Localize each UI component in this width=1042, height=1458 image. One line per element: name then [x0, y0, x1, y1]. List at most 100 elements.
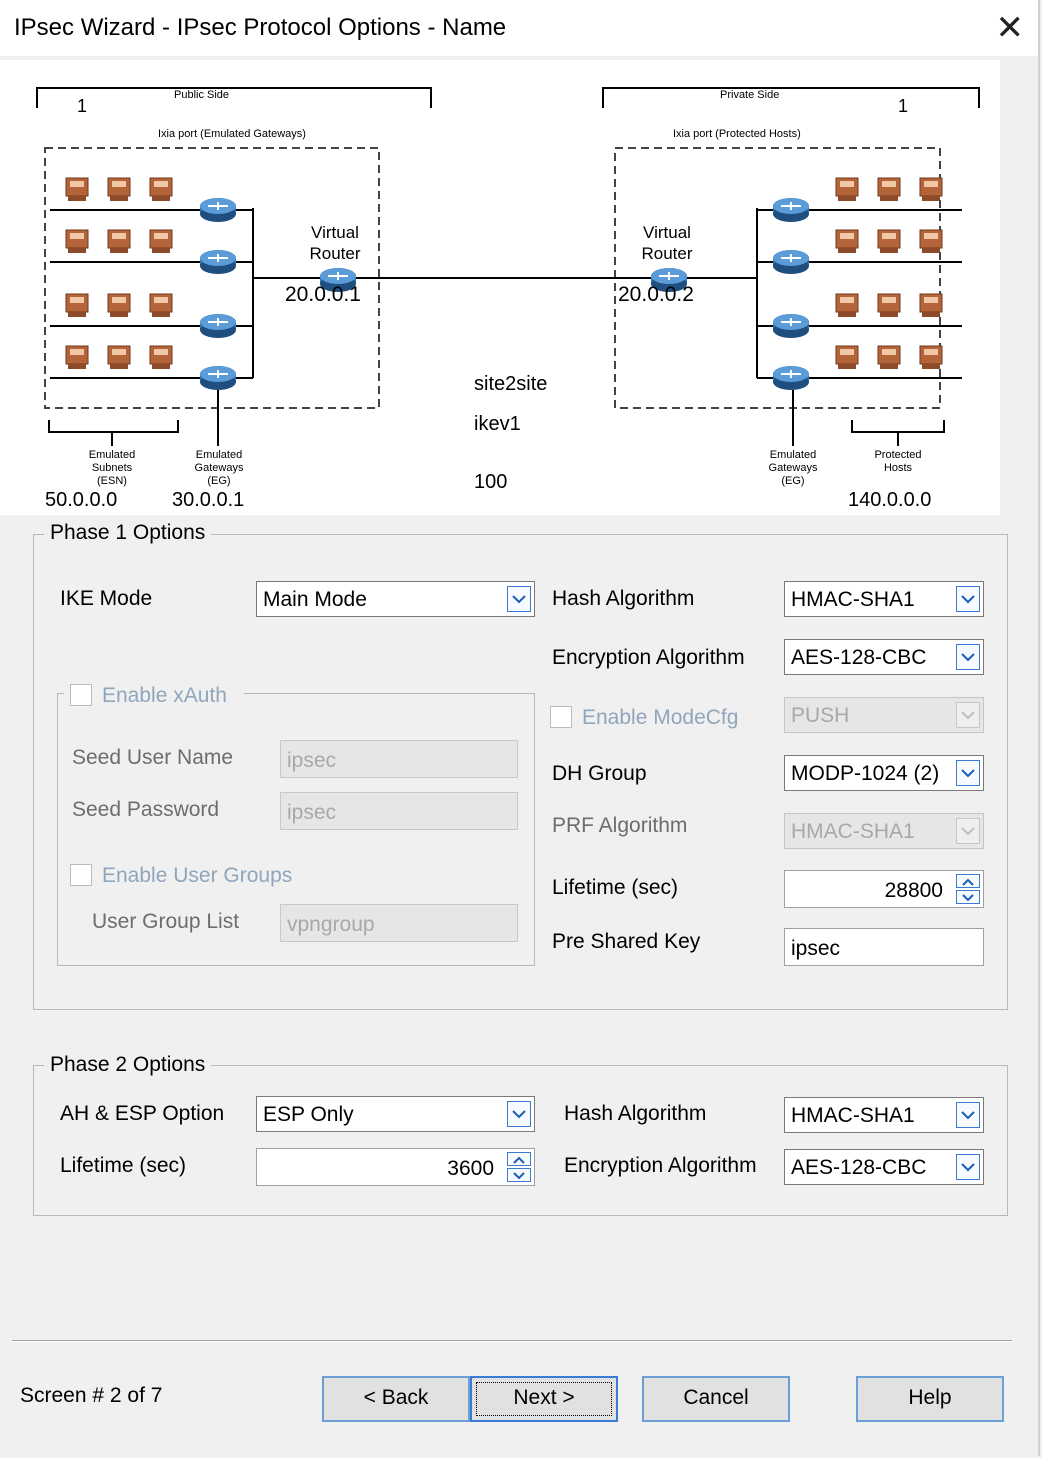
ike-mode-label: IKE Mode	[60, 587, 153, 610]
enable-modecfg-label: Enable ModeCfg	[582, 706, 739, 729]
focus-ring	[476, 1382, 612, 1416]
seed-user-input[interactable]: ipsec	[280, 740, 518, 778]
next-button-label: Next >	[513, 1386, 575, 1409]
public-side-label: Public Side	[174, 89, 230, 101]
enable-xauth-label: Enable xAuth	[102, 684, 227, 707]
enable-user-groups-checkbox[interactable]	[70, 864, 92, 886]
psk-input[interactable]: ipsec	[784, 928, 984, 966]
p1-lifetime-value: 28800	[884, 879, 943, 902]
spin-up-icon[interactable]	[956, 874, 980, 888]
right-vr-line2: Router	[641, 244, 693, 263]
prf-value: HMAC-SHA1	[791, 820, 915, 843]
chevron-down-icon[interactable]	[956, 644, 980, 670]
emulated-gateways-left-label: Emulated Gateways (EG)	[194, 449, 244, 487]
left-port-label: Ixia port (Emulated Gateways)	[158, 128, 306, 140]
seed-user-value: ipsec	[287, 749, 337, 772]
ahesp-value: ESP Only	[263, 1103, 354, 1126]
ike-mode-value: Main Mode	[263, 588, 367, 611]
p2-hash-select[interactable]: HMAC-SHA1	[784, 1097, 984, 1133]
enable-user-groups-label: Enable User Groups	[102, 864, 293, 887]
prf-label: PRF Algorithm	[552, 814, 688, 837]
dh-group-select[interactable]: MODP-1024 (2)	[784, 755, 984, 791]
dh-group-label: DH Group	[552, 762, 647, 785]
emulated-subnets-label: Emulated Subnets (ESN)	[88, 449, 136, 487]
left-count: 1	[77, 96, 88, 116]
ahesp-select[interactable]: ESP Only	[256, 1096, 535, 1132]
left-vr-line1: Virtual	[311, 223, 359, 242]
p2-enc-value: AES-128-CBC	[791, 1156, 927, 1179]
chevron-down-icon[interactable]	[507, 1101, 531, 1127]
protected-hosts-label: Protected Hosts	[874, 449, 922, 474]
cancel-button[interactable]: Cancel	[642, 1376, 790, 1422]
seed-user-label: Seed User Name	[72, 746, 234, 769]
private-side-label: Private Side	[720, 89, 780, 101]
esn-ip: 50.0.0.0	[45, 489, 118, 511]
p1-lifetime-spinner[interactable]: 28800	[784, 870, 984, 908]
topology-graphic	[36, 87, 980, 446]
title-bar: IPsec Wizard - IPsec Protocol Options - …	[0, 0, 1038, 56]
chevron-down-icon[interactable]	[507, 586, 531, 612]
right-count: 1	[898, 96, 909, 116]
user-group-list-label: User Group List	[92, 910, 240, 933]
phase2-legend: Phase 2 Options	[44, 1053, 212, 1077]
modecfg-select[interactable]: PUSH	[784, 697, 984, 733]
chevron-down-icon[interactable]	[956, 1154, 980, 1180]
spinner-icon[interactable]	[956, 874, 980, 904]
close-icon[interactable]: ✕	[995, 9, 1025, 47]
psk-value: ipsec	[791, 937, 841, 960]
user-group-list-value: vpngroup	[287, 913, 375, 936]
chevron-down-icon[interactable]	[956, 702, 980, 728]
right-vr-line1: Virtual	[643, 223, 691, 242]
xauth-legend-bg	[64, 682, 244, 708]
tunnel-count-label: 100	[474, 471, 508, 493]
xauth-group	[57, 693, 535, 966]
p1-enc-value: AES-128-CBC	[791, 646, 927, 669]
right-port-label: Ixia port (Protected Hosts)	[673, 128, 801, 140]
p2-enc-label: Encryption Algorithm	[564, 1154, 757, 1177]
user-group-list-input[interactable]: vpngroup	[280, 904, 518, 942]
p2-lifetime-label: Lifetime (sec)	[60, 1154, 187, 1177]
spinner-icon[interactable]	[507, 1152, 531, 1182]
seed-password-value: ipsec	[287, 801, 337, 824]
eg-ip: 30.0.0.1	[172, 489, 245, 511]
right-virtual-router-label: Virtual Router	[632, 222, 702, 264]
prf-select[interactable]: HMAC-SHA1	[784, 813, 984, 849]
phase1-group	[33, 534, 1008, 1010]
mode-label: site2site	[474, 373, 548, 395]
left-vr-line2: Router	[309, 244, 361, 263]
dh-group-value: MODP-1024 (2)	[791, 762, 940, 785]
spin-up-icon[interactable]	[507, 1152, 531, 1166]
chevron-down-icon[interactable]	[956, 586, 980, 612]
p1-hash-label: Hash Algorithm	[552, 587, 695, 610]
footer-separator	[12, 1340, 1012, 1342]
p2-enc-select[interactable]: AES-128-CBC	[784, 1149, 984, 1185]
p1-lifetime-label: Lifetime (sec)	[552, 876, 679, 899]
enable-xauth-checkbox[interactable]	[70, 684, 92, 706]
spin-down-icon[interactable]	[956, 890, 980, 904]
p1-hash-value: HMAC-SHA1	[791, 588, 915, 611]
spin-down-icon[interactable]	[507, 1168, 531, 1182]
chevron-down-icon[interactable]	[956, 818, 980, 844]
back-button[interactable]: < Back	[322, 1376, 470, 1422]
p1-enc-label: Encryption Algorithm	[552, 646, 745, 669]
p2-hash-label: Hash Algorithm	[564, 1102, 707, 1125]
seed-password-input[interactable]: ipsec	[280, 792, 518, 830]
p2-lifetime-spinner[interactable]: 3600	[256, 1148, 535, 1186]
modecfg-value: PUSH	[791, 704, 850, 727]
p1-enc-select[interactable]: AES-128-CBC	[784, 639, 984, 675]
emulated-gateways-right-label: Emulated Gateways (EG)	[768, 449, 818, 487]
help-button[interactable]: Help	[856, 1376, 1004, 1422]
ike-mode-select[interactable]: Main Mode	[256, 581, 535, 617]
p1-hash-select[interactable]: HMAC-SHA1	[784, 581, 984, 617]
psk-label: Pre Shared Key	[552, 930, 701, 953]
chevron-down-icon[interactable]	[956, 1102, 980, 1128]
ph-ip: 140.0.0.0	[848, 489, 932, 511]
chevron-down-icon[interactable]	[956, 760, 980, 786]
screen-indicator: Screen # 2 of 7	[20, 1384, 163, 1407]
enable-modecfg-checkbox[interactable]	[550, 706, 572, 728]
ike-version-label: ikev1	[474, 413, 521, 435]
topology-diagram: Public Side Private Side 1 1 Ixia port (…	[0, 60, 1000, 515]
next-button[interactable]: Next >	[470, 1376, 618, 1422]
seed-password-label: Seed Password	[72, 798, 220, 821]
